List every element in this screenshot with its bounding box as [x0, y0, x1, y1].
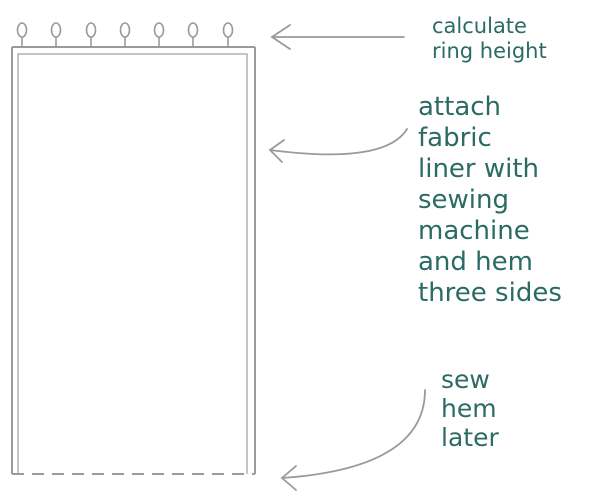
curtain-ring-icon: [153, 22, 165, 47]
label-sew-hem-later: sew hem later: [441, 365, 499, 452]
curtain-outline: [11, 47, 256, 474]
curtain-ring-icon: [85, 22, 97, 47]
arrow-to-ring-height: [270, 24, 405, 50]
curtain-ring-icon: [16, 22, 28, 47]
arrow-to-liner: [268, 128, 408, 163]
fabric-liner-outline: [17, 53, 248, 474]
curtain-ring-icon: [187, 22, 199, 47]
curtain-rings: [16, 22, 234, 47]
label-attach-fabric-liner: attach fabric liner with sewing machine …: [418, 92, 562, 308]
arrow-to-bottom-hem: [280, 389, 426, 491]
curtain-ring-icon: [50, 22, 62, 47]
label-calculate-ring-height: calculate ring height: [432, 14, 547, 63]
curtain-ring-icon: [222, 22, 234, 47]
curtain-ring-icon: [119, 22, 131, 47]
